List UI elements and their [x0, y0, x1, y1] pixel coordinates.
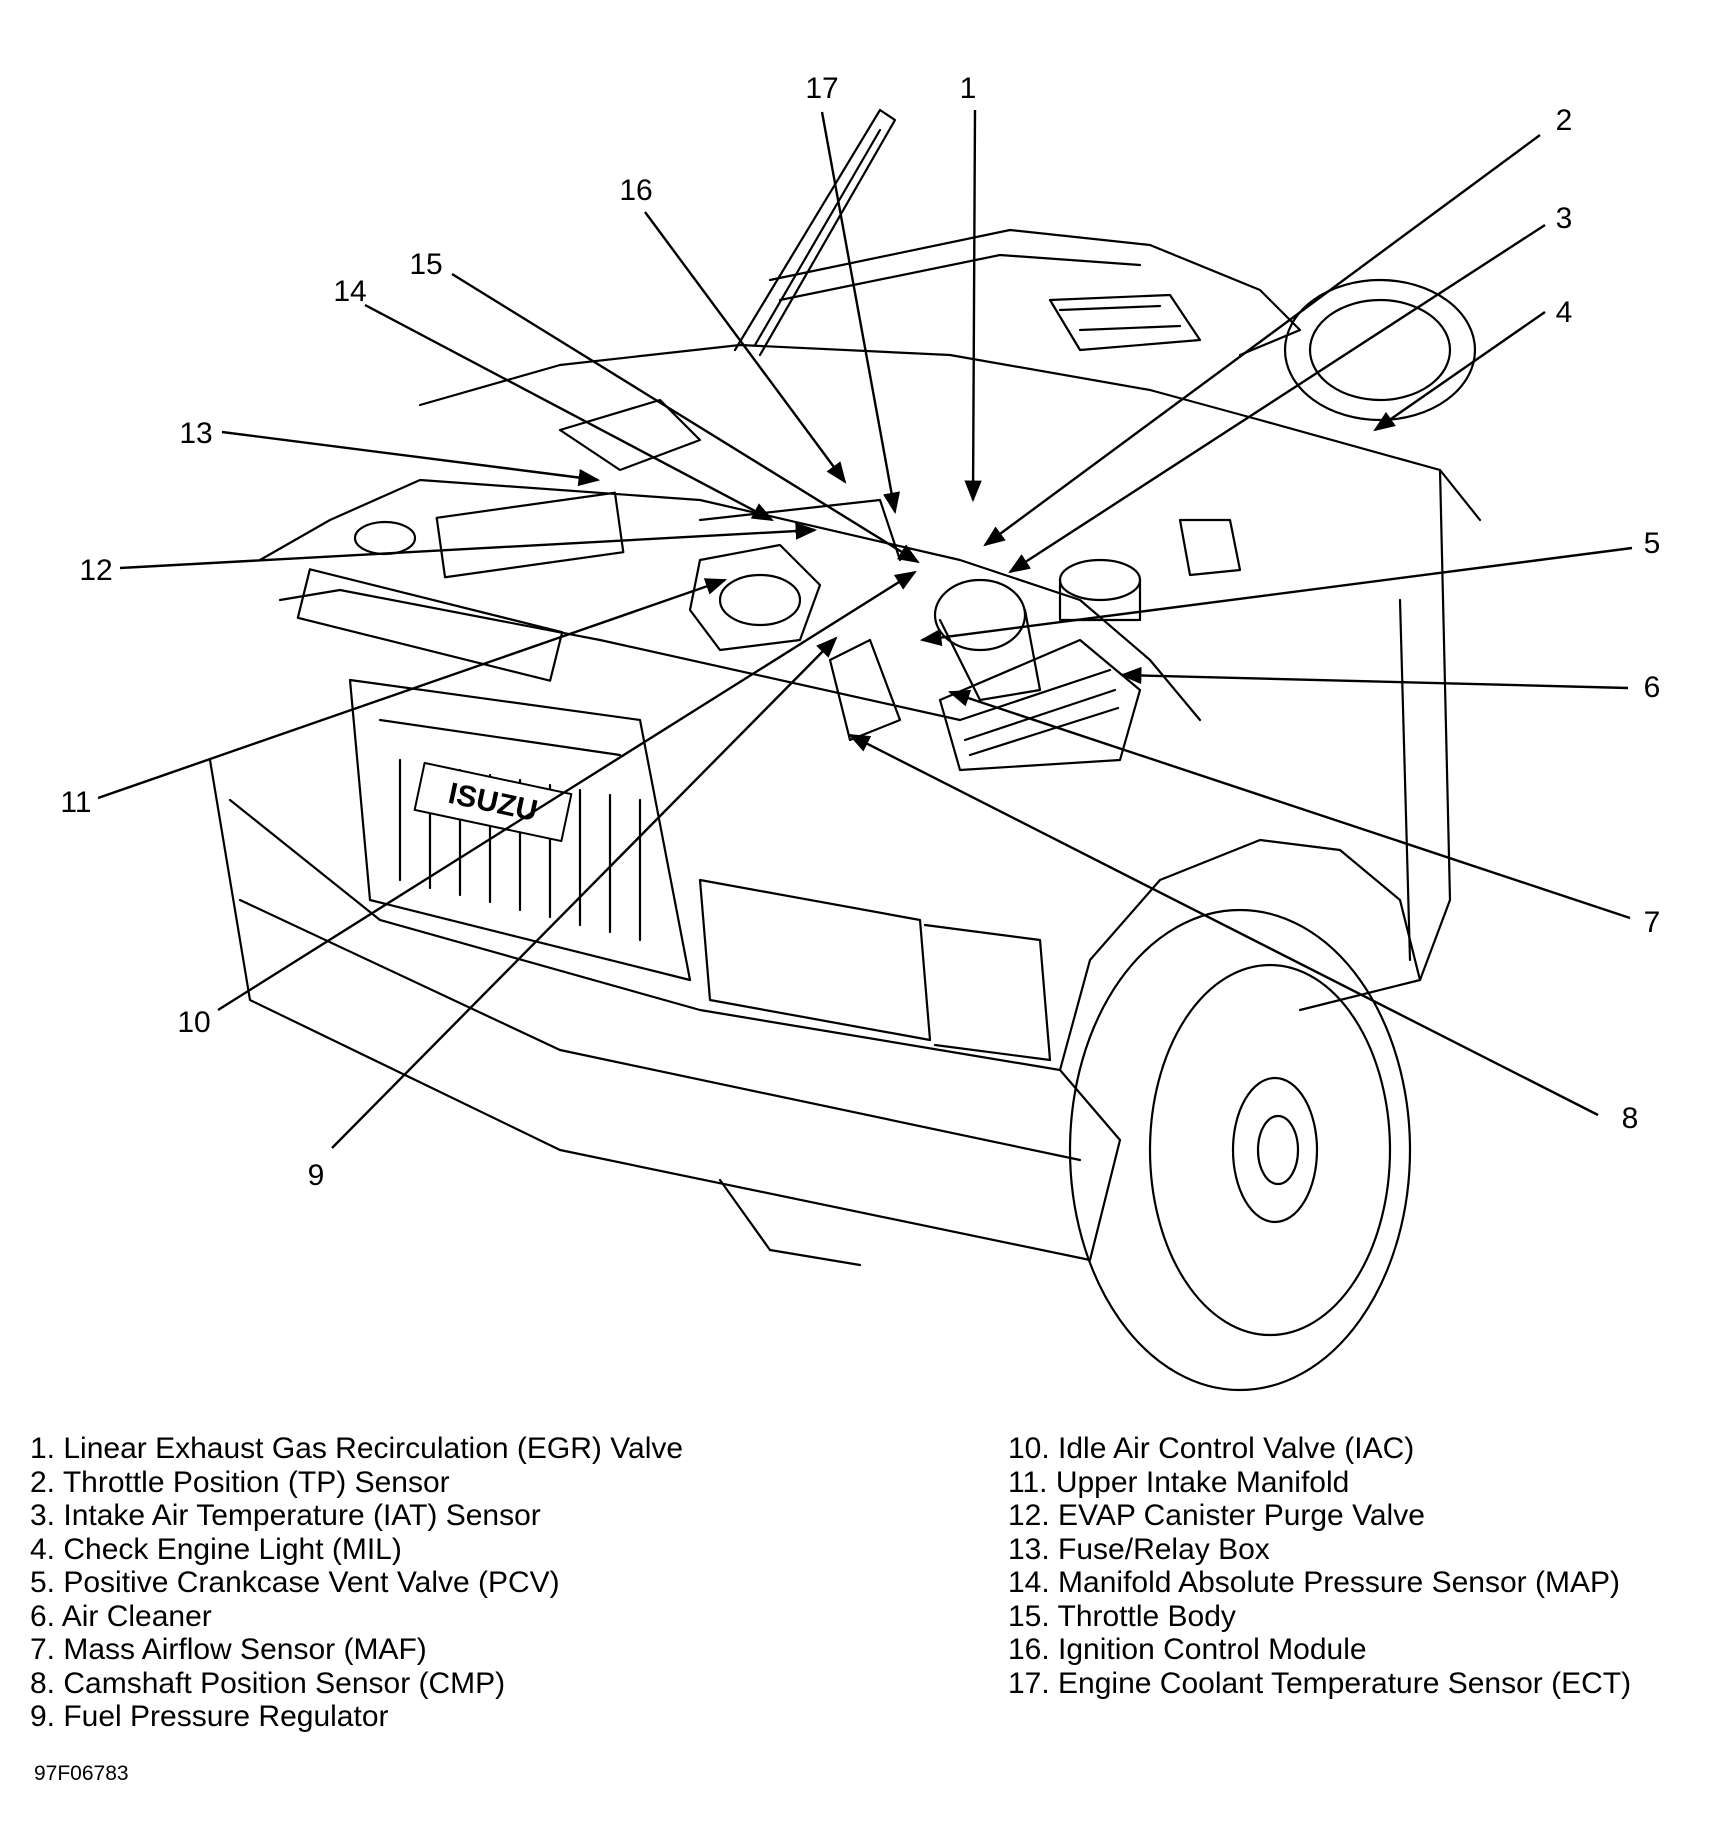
leader-8: [848, 733, 1599, 1117]
legend-item: 6. Air Cleaner: [30, 1599, 212, 1633]
leader-6: [1119, 666, 1629, 690]
legend-item: 16. Ignition Control Module: [1008, 1633, 1367, 1666]
callout-11: 11: [60, 786, 91, 819]
callout-5: 5: [1644, 527, 1661, 560]
legend-item: 1. Linear Exhaust Gas Recirculation (EGR…: [30, 1432, 684, 1465]
coolant-reservoir: [1058, 558, 1142, 602]
leader-15: [451, 272, 920, 564]
leader-3: [1008, 223, 1546, 574]
leader-5: [919, 546, 1633, 647]
legend-item: 10. Idle Air Control Valve (IAC): [1008, 1432, 1415, 1465]
legend-item: 9. Fuel Pressure Regulator: [30, 1700, 389, 1733]
front-body: [258, 478, 1202, 722]
legend-item: 11. Upper Intake Manifold: [1008, 1465, 1350, 1499]
dashboard: [1048, 293, 1202, 352]
legend-item: 2. Throttle Position (TP) Sensor: [30, 1465, 450, 1499]
legend-item: 13. Fuse/Relay Box: [1008, 1532, 1270, 1566]
callout-10: 10: [177, 1006, 210, 1039]
grille: [348, 678, 692, 982]
callout-13: 13: [179, 417, 212, 450]
hood: [733, 108, 897, 357]
vehicle-badge: ISUZU: [413, 761, 573, 843]
fender-line: [418, 343, 1482, 522]
callout-7: 7: [1644, 906, 1661, 939]
upper-intake-manifold: [688, 543, 822, 652]
legend-item: 3. Intake Air Temperature (IAT) Sensor: [30, 1499, 541, 1532]
callout-14: 14: [333, 275, 366, 308]
leader-4: [1373, 311, 1546, 432]
callout-4: 4: [1556, 296, 1573, 329]
leader-1: [964, 109, 982, 503]
legend-item: 15. Throttle Body: [1008, 1599, 1236, 1633]
callout-17: 17: [805, 72, 838, 105]
fuse-relay-box: [435, 491, 625, 579]
leader-2: [983, 134, 1541, 547]
legend-item: 7. Mass Airflow Sensor (MAF): [30, 1633, 427, 1666]
legend-item: 5. Positive Crankcase Vent Valve (PCV): [30, 1566, 560, 1599]
legend-item: 12. EVAP Canister Purge Valve: [1008, 1499, 1425, 1532]
leader-lines: [97, 109, 1633, 1149]
callout-1: 1: [960, 72, 977, 105]
windshield: [768, 228, 1302, 357]
callout-16: 16: [619, 174, 652, 207]
callout-9: 9: [308, 1159, 325, 1192]
radiator-support: [296, 568, 564, 682]
leader-16: [644, 211, 847, 484]
leader-10: [217, 570, 917, 1012]
leader-13: [221, 430, 601, 487]
legend-item: 8. Camshaft Position Sensor (CMP): [30, 1666, 506, 1700]
front-wheel: [1068, 908, 1412, 1392]
legend-item: 14. Manifold Absolute Pressure Sensor (M…: [1008, 1566, 1620, 1599]
leader-9: [331, 636, 838, 1149]
legend-right-column: 10. Idle Air Control Valve (IAC) 11. Upp…: [1008, 1432, 1631, 1700]
air-cleaner-duct: [933, 578, 1027, 652]
callout-6: 6: [1644, 671, 1661, 704]
air-cleaner: [938, 638, 1142, 772]
callout-3: 3: [1556, 202, 1573, 235]
fender-arch: [1058, 838, 1422, 1072]
leader-14: [364, 303, 774, 522]
engine-compartment-diagram: ISUZU: [60, 72, 1660, 1392]
legend-left-column: 1. Linear Exhaust Gas Recirculation (EGR…: [30, 1432, 683, 1734]
leader-17: [820, 111, 901, 515]
vehicle-illustration: ISUZU: [208, 108, 1482, 1392]
body-side: [1298, 468, 1452, 1012]
front-bumper: [208, 758, 1122, 1262]
callout-12: 12: [79, 554, 112, 587]
leader-12: [119, 522, 818, 570]
callout-8: 8: [1622, 1102, 1639, 1135]
callout-2: 2: [1556, 104, 1573, 137]
figure-code: 97F06783: [34, 1762, 129, 1785]
legend-item: 4. Check Engine Light (MIL): [30, 1532, 402, 1566]
leader-11: [97, 578, 728, 800]
callout-numbers: 1 2 3 4 5 6 7 8 9 10 11 12 13 14 15 16 1…: [60, 72, 1660, 1192]
leader-7: [947, 689, 1631, 920]
headlight: [698, 878, 932, 1042]
legend-item: 17. Engine Coolant Temperature Sensor (E…: [1008, 1666, 1632, 1700]
callout-15: 15: [409, 248, 442, 281]
